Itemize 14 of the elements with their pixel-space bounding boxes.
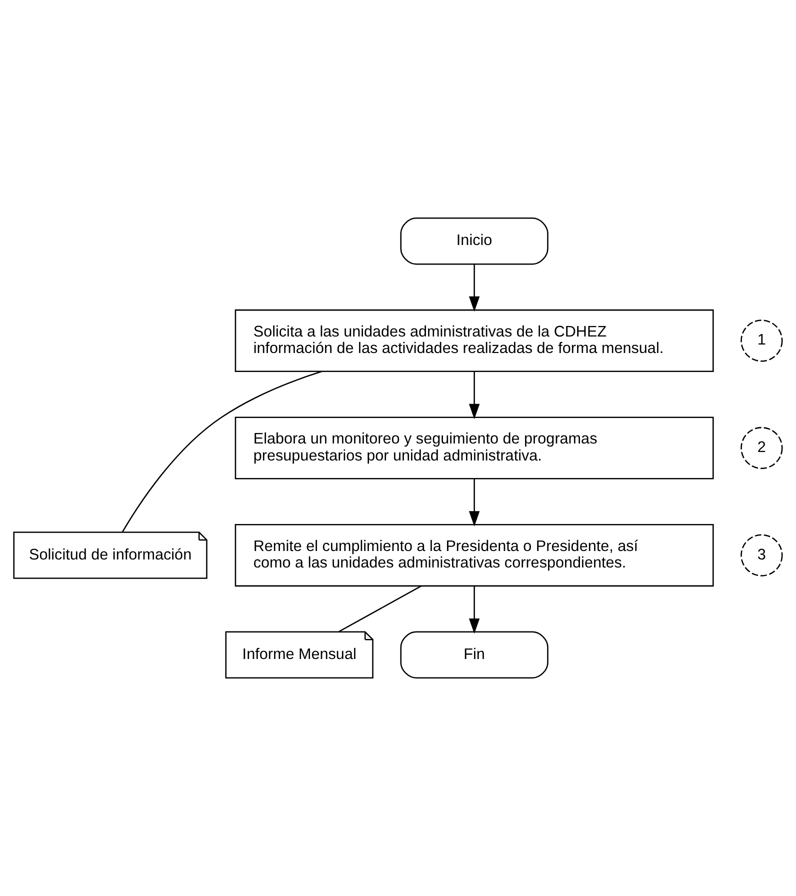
- node-box: Fin: [400, 631, 548, 679]
- node-circle: 3: [740, 534, 783, 576]
- connector: [122, 370, 322, 532]
- node-circle: 2: [740, 426, 783, 470]
- node-circle: 1: [740, 320, 783, 362]
- arrow: [468, 479, 480, 526]
- node-box: Solicita a las unidades administrativas de la CDHEZ información de las actividades realizadas de forma mensual.: [234, 309, 714, 372]
- node-box: Inicio: [400, 217, 548, 265]
- node-box: Remite el cumplimiento a la Presidenta o Presidente, así como a las unidades administrativas correspondientes.: [234, 524, 714, 587]
- arrow: [468, 264, 480, 312]
- arrow: [468, 372, 480, 420]
- arrow: [468, 586, 480, 634]
- connector: [338, 585, 422, 632]
- node-box: Elabora un monitoreo y seguimiento de programas presupuestarios por unidad administrativa.: [234, 416, 714, 480]
